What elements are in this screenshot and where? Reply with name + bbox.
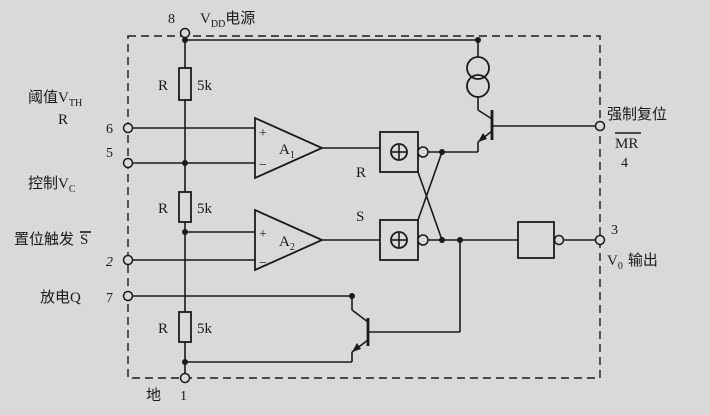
vdd-rest: 电源 bbox=[225, 10, 255, 27]
vdd-rail bbox=[185, 39, 479, 57]
r1-name: R bbox=[158, 78, 168, 94]
pin2-number: 2 bbox=[106, 255, 113, 270]
a2-plus-sign: + bbox=[259, 227, 267, 242]
ground-label: 地 bbox=[146, 387, 161, 404]
trigger-label: 置位触发 S bbox=[14, 231, 88, 248]
threshold-subscript: TH bbox=[69, 98, 82, 109]
a1-base: A bbox=[279, 142, 290, 158]
inverter-bubble bbox=[417, 146, 429, 158]
resistor-r2 bbox=[178, 191, 192, 223]
vdd-subscript: DD bbox=[211, 19, 225, 30]
reset-label: 强制复位 bbox=[607, 105, 667, 123]
plus-symbol bbox=[390, 231, 408, 249]
output-subscript: 0 bbox=[618, 261, 623, 272]
inverter-bubble bbox=[553, 234, 565, 246]
ic-boundary bbox=[127, 35, 601, 379]
threshold-base: 阈值V bbox=[28, 89, 69, 106]
latch-s-label: S bbox=[356, 209, 364, 225]
r2-value: 5k bbox=[197, 201, 213, 217]
trigger-s: S bbox=[80, 232, 88, 248]
r1-value: 5k bbox=[197, 78, 213, 94]
a1-plus-sign: + bbox=[259, 126, 267, 141]
threshold-label: 阈值VTH bbox=[28, 89, 82, 109]
pin5-number: 5 bbox=[106, 146, 113, 161]
output-label: V0 输出 bbox=[607, 252, 658, 272]
a2-minus-sign: − bbox=[259, 256, 267, 271]
resistor-r3 bbox=[178, 311, 192, 343]
pin6-number: 6 bbox=[106, 122, 113, 137]
vdd-label: VDD电源 bbox=[200, 10, 255, 30]
pin3-terminal bbox=[594, 234, 606, 246]
pin1-number: 1 bbox=[180, 389, 187, 404]
resistor-divider-chain bbox=[178, 37, 192, 374]
control-base: 控制V bbox=[28, 175, 69, 192]
inverter-bubble bbox=[417, 234, 429, 246]
junction-dots bbox=[182, 37, 481, 365]
a2-base: A bbox=[279, 234, 290, 250]
r3-name: R bbox=[158, 321, 168, 337]
discharge-transistor bbox=[351, 240, 461, 362]
pin5-terminal bbox=[122, 157, 134, 169]
output-base: V bbox=[607, 253, 618, 269]
comparator-a1 bbox=[254, 116, 380, 180]
latch-cross-coupling bbox=[417, 151, 443, 241]
pin3-number: 3 bbox=[611, 223, 618, 238]
vdd-base: V bbox=[200, 11, 211, 27]
latch-gate-s bbox=[379, 219, 518, 261]
a1-minus-sign: − bbox=[259, 158, 267, 173]
pin8-number: 8 bbox=[168, 12, 175, 27]
output-rest: 输出 bbox=[628, 252, 658, 269]
current-source bbox=[466, 56, 490, 110]
pin4-number: 4 bbox=[621, 156, 628, 171]
control-label: 控制VC bbox=[28, 175, 76, 195]
output-buffer-gate bbox=[517, 221, 596, 259]
reset-transistor bbox=[477, 109, 596, 152]
pin6-terminal bbox=[122, 122, 134, 134]
plus-symbol bbox=[390, 143, 408, 161]
a2-subscript: 2 bbox=[290, 242, 295, 253]
control-subscript: C bbox=[69, 184, 76, 195]
trigger-text: 置位触发 bbox=[14, 231, 74, 248]
pin7-number: 7 bbox=[106, 291, 113, 306]
r2-name: R bbox=[158, 201, 168, 217]
a2-label: A2 bbox=[279, 234, 295, 253]
pin7-terminal bbox=[122, 290, 134, 302]
pin2-terminal bbox=[122, 254, 134, 266]
pin8-terminal bbox=[179, 27, 191, 39]
r3-value: 5k bbox=[197, 321, 213, 337]
threshold-r-label: R bbox=[58, 112, 68, 128]
comparator-a2 bbox=[254, 208, 380, 272]
a1-label: A1 bbox=[279, 142, 295, 161]
mr-label: MR bbox=[615, 136, 638, 152]
latch-gate-r bbox=[379, 131, 478, 173]
discharge-label: 放电Q bbox=[40, 289, 81, 306]
pin1-terminal bbox=[179, 372, 191, 384]
latch-r-label: R bbox=[356, 165, 366, 181]
pin4-terminal bbox=[594, 120, 606, 132]
resistor-r1 bbox=[178, 67, 192, 101]
a1-subscript: 1 bbox=[290, 150, 295, 161]
